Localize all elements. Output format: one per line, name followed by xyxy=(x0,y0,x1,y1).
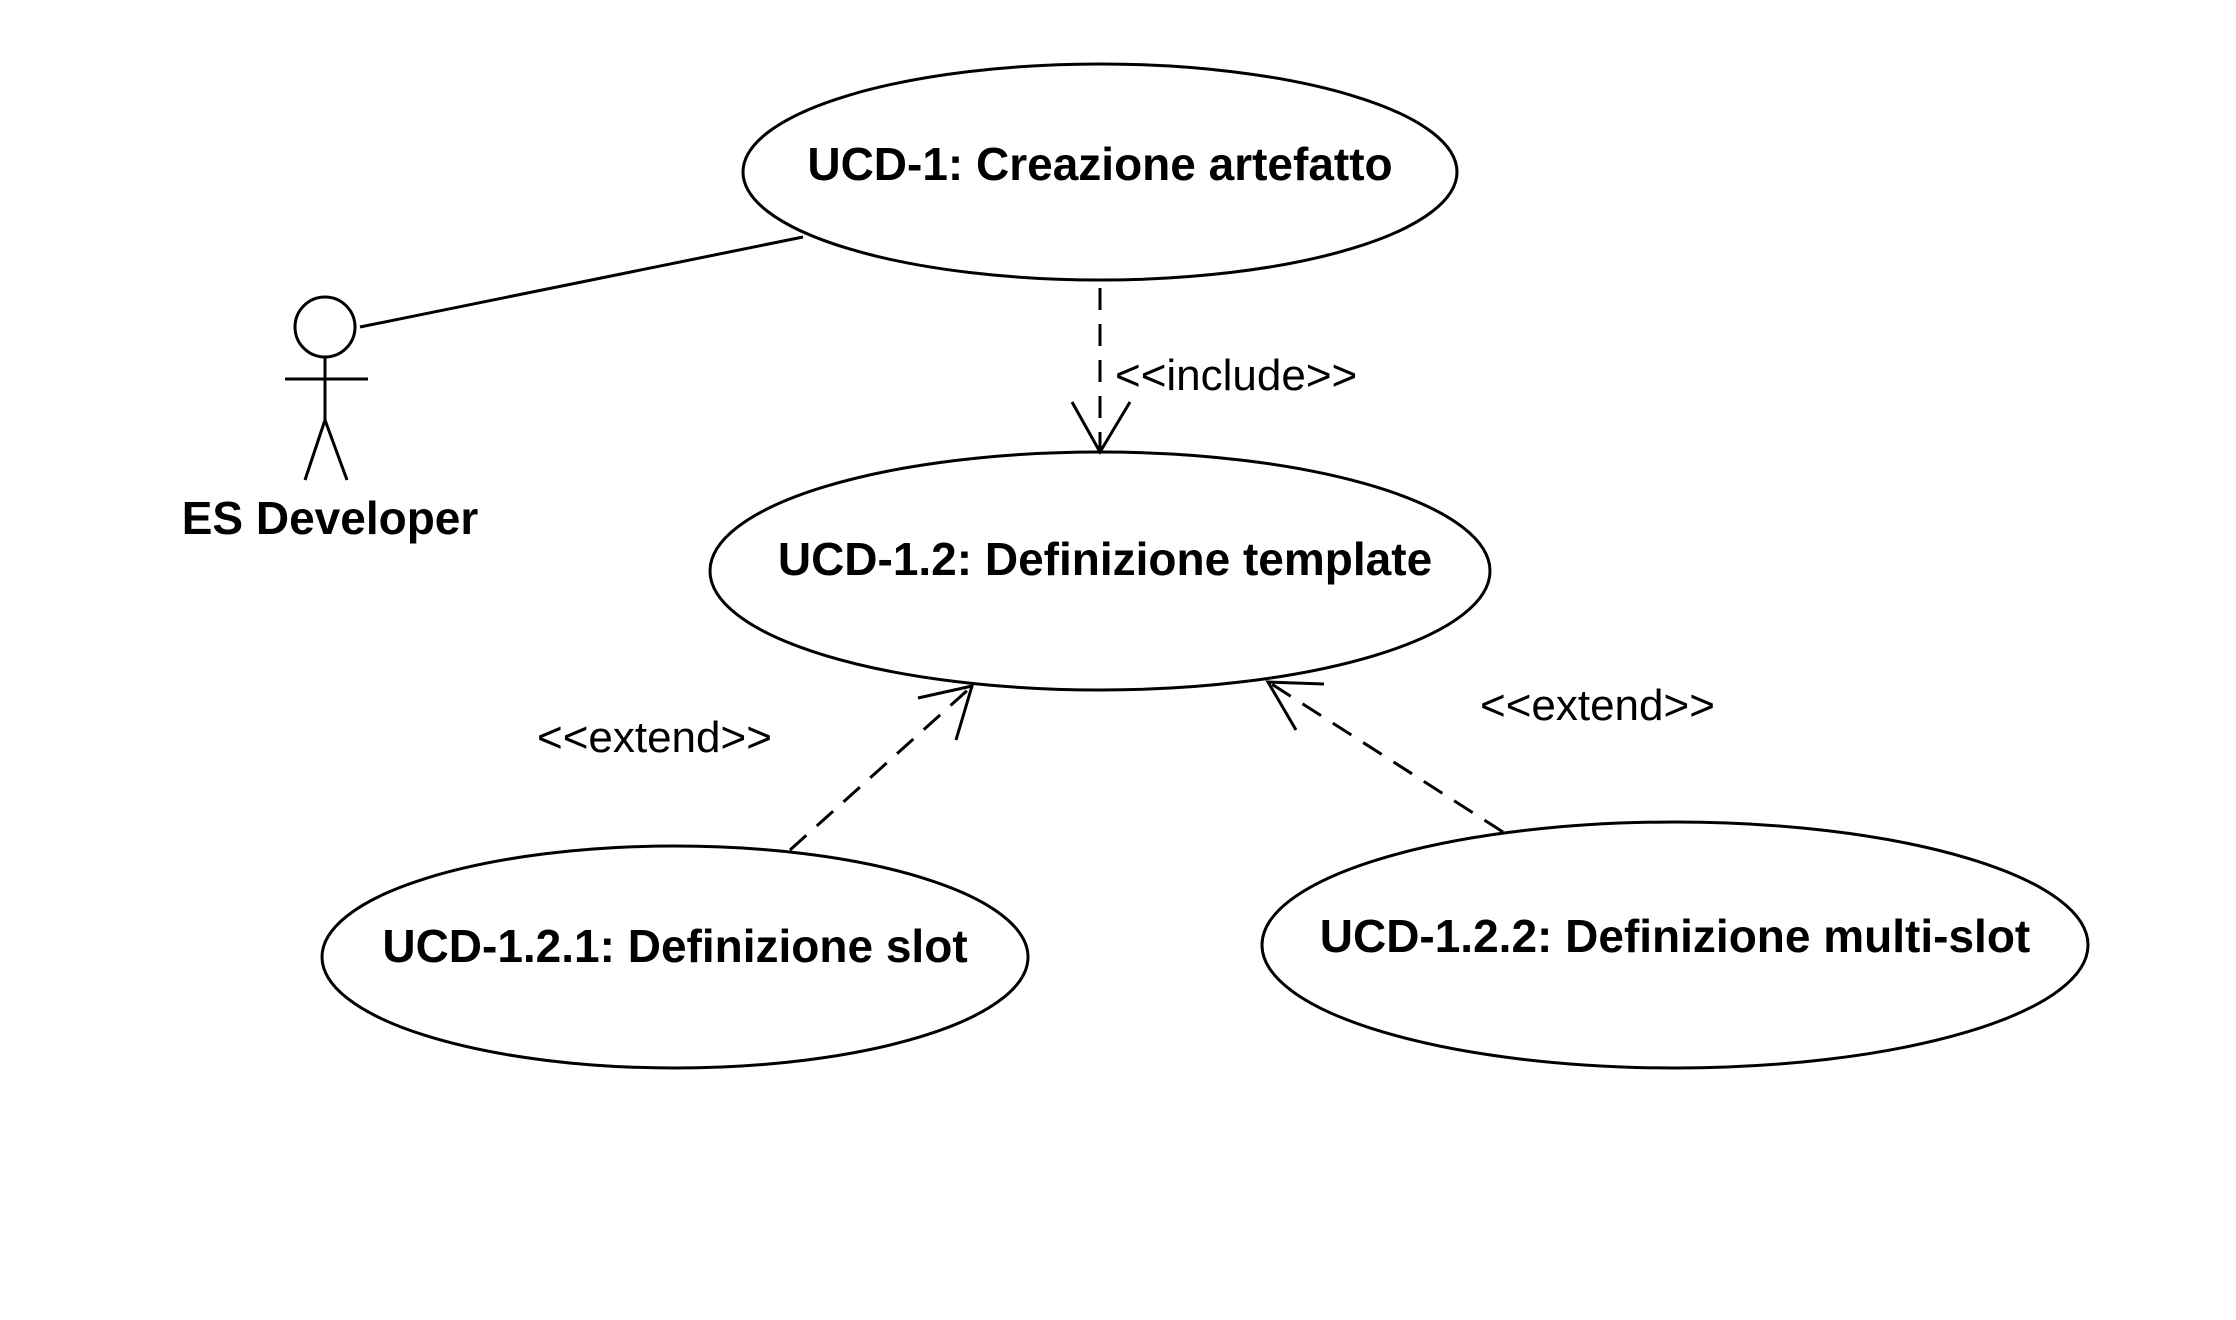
actor-left-leg xyxy=(303,419,327,481)
use-case-label: UCD-1: Creazione artefatto xyxy=(807,138,1392,190)
association-line xyxy=(359,235,804,329)
use-case-label: UCD-1.2.1: Definizione slot xyxy=(382,920,967,972)
extend-dashed-line xyxy=(788,686,972,852)
use-case-label: UCD-1.2.2: Definizione multi-slot xyxy=(1320,910,2030,962)
include-label: <<include>> xyxy=(1115,351,1357,400)
include-relationship xyxy=(1070,288,1132,455)
actor-head xyxy=(293,295,357,359)
extend-arrowhead xyxy=(1265,680,1325,731)
use-case-label: UCD-1.2: Definizione template xyxy=(778,533,1432,585)
include-arrowhead xyxy=(1070,401,1132,455)
actor-label: ES Developer xyxy=(182,492,479,544)
extend-label: <<extend>> xyxy=(537,713,772,762)
extend-relationship-multi-slot xyxy=(1265,680,1504,834)
use-case-ellipse xyxy=(741,62,1459,282)
use-case-uc1[interactable]: UCD-1: Creazione artefatto xyxy=(741,62,1459,282)
extend-label: <<extend>> xyxy=(1480,681,1715,730)
extend-relationship-slot xyxy=(788,683,975,852)
extend-dashed-line xyxy=(1269,681,1504,834)
use-case-ellipse xyxy=(1260,820,2090,1070)
actor-figure[interactable] xyxy=(285,295,368,481)
extend-arrowhead xyxy=(917,683,975,741)
use-case-uc121[interactable]: UCD-1.2.1: Definizione slot xyxy=(320,844,1030,1070)
use-case-uc12[interactable]: UCD-1.2: Definizione template xyxy=(708,450,1492,692)
use-case-uc122[interactable]: UCD-1.2.2: Definizione multi-slot xyxy=(1260,820,2090,1070)
actor-right-leg xyxy=(323,419,349,481)
use-case-ellipse xyxy=(320,844,1030,1070)
